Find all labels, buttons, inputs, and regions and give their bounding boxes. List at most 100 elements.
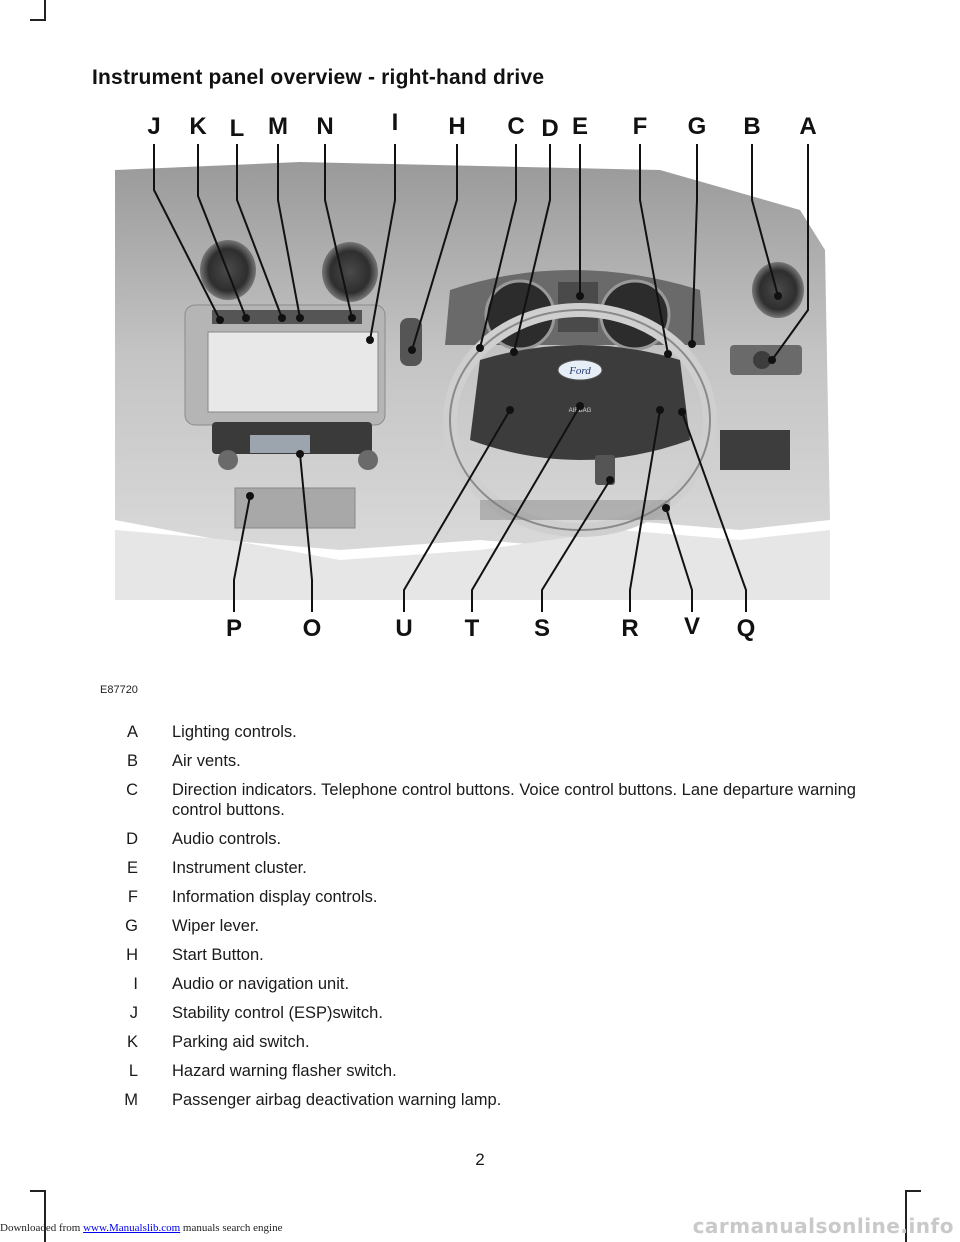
leader-dot-k [242,314,250,322]
leader-line-k [197,144,247,319]
leader-dot-s [606,476,614,484]
airbag-label: AIRBAG [569,408,592,414]
callout-label-r: R [621,615,638,642]
legend-text: Hazard warning flasher switch. [172,1062,397,1080]
leader-dot-r [656,406,664,414]
legend-key: B [126,752,138,770]
figure-code: E87720 [100,684,138,696]
leader-line-g [691,144,698,345]
leader-dot-c [476,344,484,352]
leader-line-l [236,144,283,319]
legend-key: F [127,888,138,906]
legend-text: Lighting controls. [172,723,297,741]
legend-text: Start Button. [172,946,264,964]
leader-line-t [471,405,581,612]
manualslib-link[interactable]: www.Manualslib.com [83,1222,181,1234]
legend-text: Information display controls. [172,888,378,906]
list-item: A Lighting controls. [100,722,860,742]
leader-line-q [681,411,747,612]
callout-label-m: M [268,113,288,140]
callout-label-l: L [230,115,245,142]
leader-line-i [369,144,396,341]
leader-line-r [629,409,661,612]
crop-mark [30,1190,46,1192]
callout-label-q: Q [737,615,756,642]
callout-label-j: J [147,113,160,140]
crop-mark [905,1190,921,1192]
callout-label-e: E [572,113,588,140]
legend-key: H [126,946,138,964]
legend-key: D [126,830,138,848]
legend-text: Direction indicators. Telephone control … [172,781,856,819]
legend-text: Wiper lever. [172,917,260,935]
callout-label-k: K [189,113,207,140]
leader-line-d [513,144,551,353]
callout-label-f: F [633,113,648,140]
callout-label-n: N [316,113,333,140]
legend-key: A [126,723,138,741]
list-item: F Information display controls. [100,887,860,907]
leader-line-h [411,144,458,351]
callout-label-p: P [226,615,242,642]
callout-label-v: V [684,613,700,640]
leader-dot-p [246,492,254,500]
callout-label-a: A [799,113,816,140]
legend-key: K [126,1033,138,1051]
leader-dot-n [348,314,356,322]
leader-line-p [233,495,251,612]
leader-dot-t [576,402,584,410]
legend-text: Audio controls. [172,830,282,848]
leader-line-f [639,144,669,355]
download-prefix: Downloaded from [0,1222,84,1234]
list-item: D Audio controls. [100,829,860,849]
legend-text: Passenger airbag deactivation warning la… [172,1091,502,1109]
crop-mark [905,1190,907,1242]
list-item: M Passenger airbag deactivation warning l… [100,1090,860,1110]
leader-line-j [153,144,221,321]
dashboard-illustration: Ford AIRBAG J K L M N I H C D E F G B A … [115,109,830,642]
leader-line-s [541,479,611,612]
callout-label-o: O [303,615,322,642]
download-suffix: manuals search engine [180,1222,283,1234]
leader-dot-b [774,292,782,300]
list-item: K Parking aid switch. [100,1032,860,1052]
watermark: carmanualsonline.info [692,1214,954,1238]
leader-dot-q [678,408,686,416]
leader-line-a [771,144,809,361]
leader-dot-g [688,340,696,348]
crop-mark [30,19,46,21]
leader-line-c [479,144,517,349]
leader-dot-e [576,292,584,300]
callout-label-c: C [507,113,524,140]
leader-dot-h [408,346,416,354]
leader-line-b [751,144,779,297]
callout-label-b: B [743,113,760,140]
leader-dot-f [664,350,672,358]
list-item: B Air vents. [100,751,860,771]
callout-label-d: D [541,115,558,142]
callout-label-i: I [392,109,399,136]
list-item: L Hazard warning flasher switch. [100,1061,860,1081]
page-number: 2 [475,1150,485,1169]
crop-mark [44,0,46,20]
leader-line-m [277,144,301,319]
legend-key: L [128,1062,138,1080]
callout-label-s: S [534,615,550,642]
callout-label-g: G [688,113,707,140]
page-title: Instrument panel overview - right-hand d… [92,66,545,89]
legend-text: Instrument cluster. [172,859,307,877]
legend-key: E [126,859,138,877]
legend-text: Air vents. [172,752,241,770]
legend-key: J [129,1004,138,1022]
leader-dot-i [366,336,374,344]
legend-text: Parking aid switch. [172,1033,310,1051]
legend-key: M [124,1091,138,1109]
list-item: E Instrument cluster. [100,858,860,878]
legend-key: I [133,975,138,993]
leader-dot-j [216,316,224,324]
leader-line-o [299,453,313,612]
